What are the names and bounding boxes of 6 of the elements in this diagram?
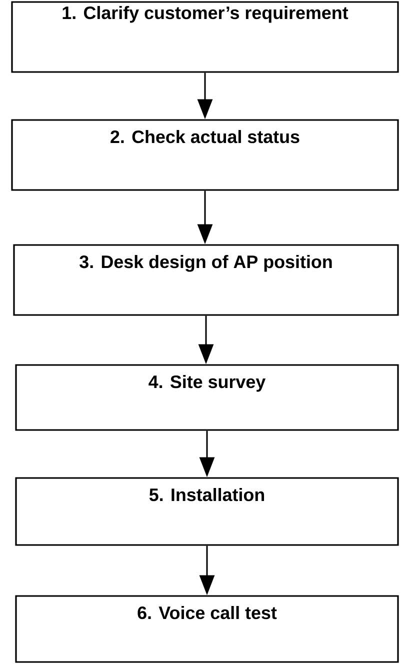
process-box: 1. Clarify customer’s requirement [11, 1, 399, 73]
process-box: 3. Desk design of AP position [13, 244, 399, 316]
process-box: 5. Installation [15, 477, 399, 546]
process-box: 6. Voice call test [15, 595, 399, 663]
process-box: 2. Check actual status [11, 119, 399, 191]
process-box: 4. Site survey [15, 364, 399, 431]
